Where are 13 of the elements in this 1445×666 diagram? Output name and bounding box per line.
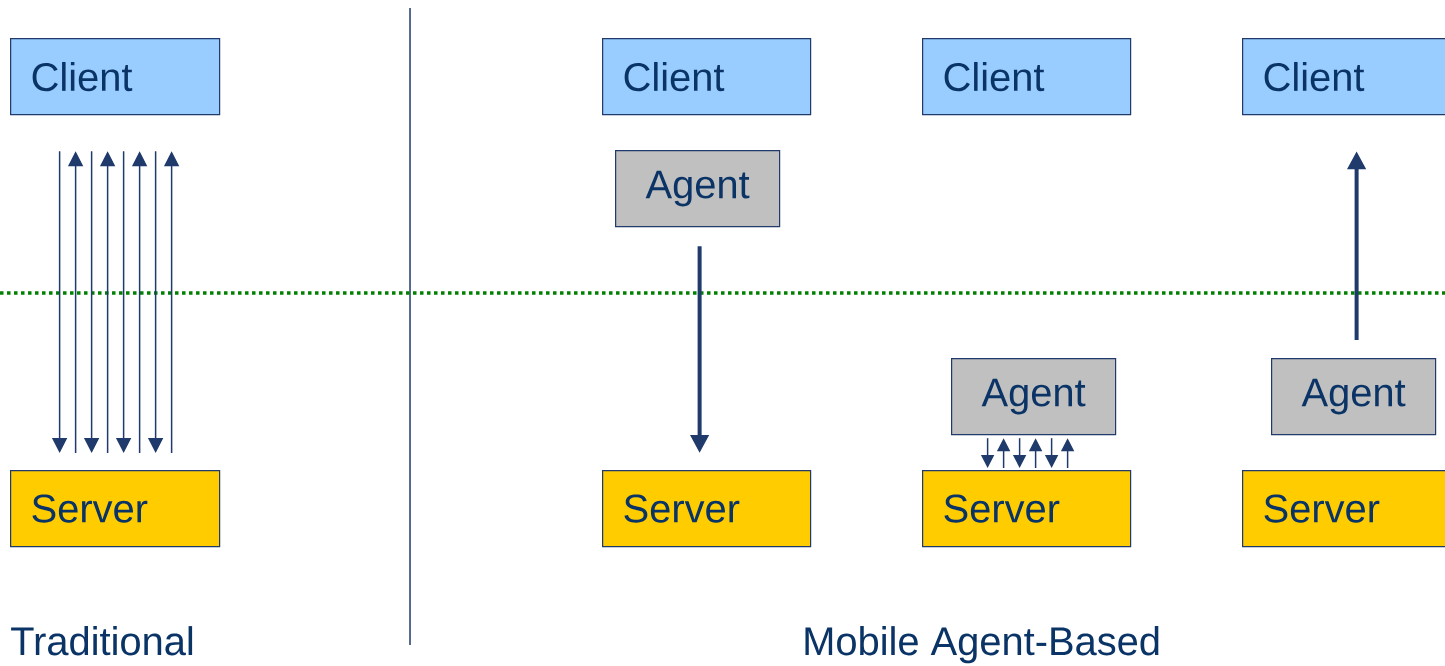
caption: Mobile Agent-Based (805, 626, 1159, 664)
caption: Traditional (11, 626, 193, 656)
client-box: Client (602, 38, 812, 116)
client-box: Client (1242, 38, 1445, 116)
agent-box: Agent (1271, 358, 1437, 436)
agent-box: Agent (951, 358, 1117, 436)
client-box: Client (922, 38, 1132, 116)
server-box: Server (1242, 470, 1445, 548)
server-box: Server (922, 470, 1132, 548)
server-box: Server (10, 470, 221, 548)
agent-box: Agent (615, 150, 781, 228)
server-box: Server (602, 470, 812, 548)
client-box: Client (10, 38, 221, 116)
